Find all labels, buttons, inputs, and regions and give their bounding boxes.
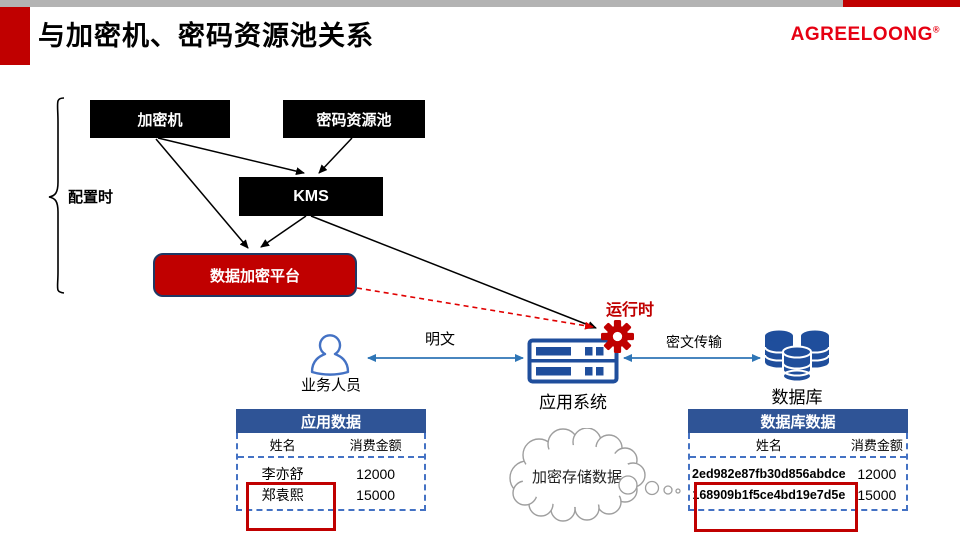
- arrow-platform-to-app-dashed: [356, 287, 594, 330]
- app-system-label: 应用系统: [539, 393, 607, 412]
- plaintext-flow-label: 明文: [424, 331, 455, 348]
- node-data-encryption-platform: 数据加密平台: [153, 253, 357, 297]
- app-data-table: 应用数据 姓名 消费金额 李亦舒 12000 郑袁熙 15000: [236, 409, 426, 531]
- brand-logo: AGREELOONG®: [760, 24, 940, 46]
- app-data-table-body: 姓名 消费金额 李亦舒 12000 郑袁熙 15000: [236, 433, 426, 531]
- app-data-table-title: 应用数据: [236, 409, 426, 433]
- arrow-kms-to-platform: [260, 215, 307, 248]
- thought-bubble-trail: [618, 475, 681, 496]
- arrow-hsm-to-kms: [157, 137, 305, 176]
- db-data-table: 数据库数据 姓名 消费金额 2ed982e87fb30d856abdce 120…: [688, 409, 908, 532]
- cell-amount: 15000: [857, 486, 897, 503]
- db-data-column-headers: 姓名 消费金额: [690, 433, 906, 458]
- table-row: 2ed982e87fb30d856abdce 12000: [690, 458, 906, 484]
- cell-name-encrypted: 2ed982e87fb30d856abdce: [692, 466, 846, 481]
- arrow-pool-to-kms: [318, 137, 353, 174]
- top-bar-gray: [0, 0, 843, 7]
- config-time-label: 配置时: [68, 189, 114, 206]
- cell-name-encrypted: 168909b1f5ce4bd19e7d5e: [692, 487, 846, 502]
- highlight-box-plain-names: [246, 482, 336, 531]
- title-accent-block: [0, 7, 30, 65]
- business-user-icon: [310, 334, 350, 376]
- business-user-label: 业务人员: [300, 377, 361, 394]
- highlight-box-encrypted-names: [694, 482, 858, 532]
- encrypted-storage-cloud: 加密存储数据: [509, 428, 681, 522]
- app-data-column-headers: 姓名 消费金额: [238, 433, 424, 458]
- encrypted-storage-cloud-label: 加密存储数据: [532, 469, 622, 486]
- column-header-name: 姓名: [755, 438, 782, 453]
- app-system-icon: [527, 338, 619, 384]
- cell-amount: 12000: [857, 465, 897, 482]
- cell-amount: 12000: [356, 465, 396, 482]
- column-header-name: 姓名: [269, 438, 296, 453]
- top-bar-red-segment: [843, 0, 960, 7]
- db-data-table-title: 数据库数据: [688, 409, 908, 433]
- brand-logo-text: AGREELOONG: [790, 24, 933, 45]
- column-header-amount: 消费金额: [349, 438, 402, 453]
- db-data-table-body: 姓名 消费金额 2ed982e87fb30d856abdce 12000 168…: [688, 433, 908, 532]
- node-kms: KMS: [239, 177, 383, 216]
- table-row: 168909b1f5ce4bd19e7d5e 15000: [690, 484, 906, 509]
- database-icon: [764, 330, 830, 383]
- database-label: 数据库: [771, 388, 823, 407]
- page-title: 与加密机、密码资源池关系: [38, 21, 374, 51]
- node-hsm: 加密机: [90, 100, 230, 138]
- cell-amount: 15000: [356, 486, 396, 503]
- arrow-hsm-to-platform: [155, 138, 249, 249]
- config-time-brace: [48, 97, 65, 294]
- cell-name: 李亦舒: [261, 465, 304, 482]
- ciphertext-flow-label: 密文传输: [666, 334, 722, 350]
- table-row: 郑袁熙 15000: [238, 484, 424, 509]
- node-crypto-pool: 密码资源池: [283, 100, 425, 138]
- registered-trademark-icon: ®: [932, 24, 940, 35]
- arrow-kms-to-app: [310, 215, 597, 329]
- runtime-label: 运行时: [606, 302, 655, 319]
- table-row: 李亦舒 12000: [238, 458, 424, 484]
- cell-name: 郑袁熙: [261, 486, 304, 503]
- column-header-amount: 消费金额: [850, 438, 903, 453]
- runtime-gear-icon: [601, 320, 634, 353]
